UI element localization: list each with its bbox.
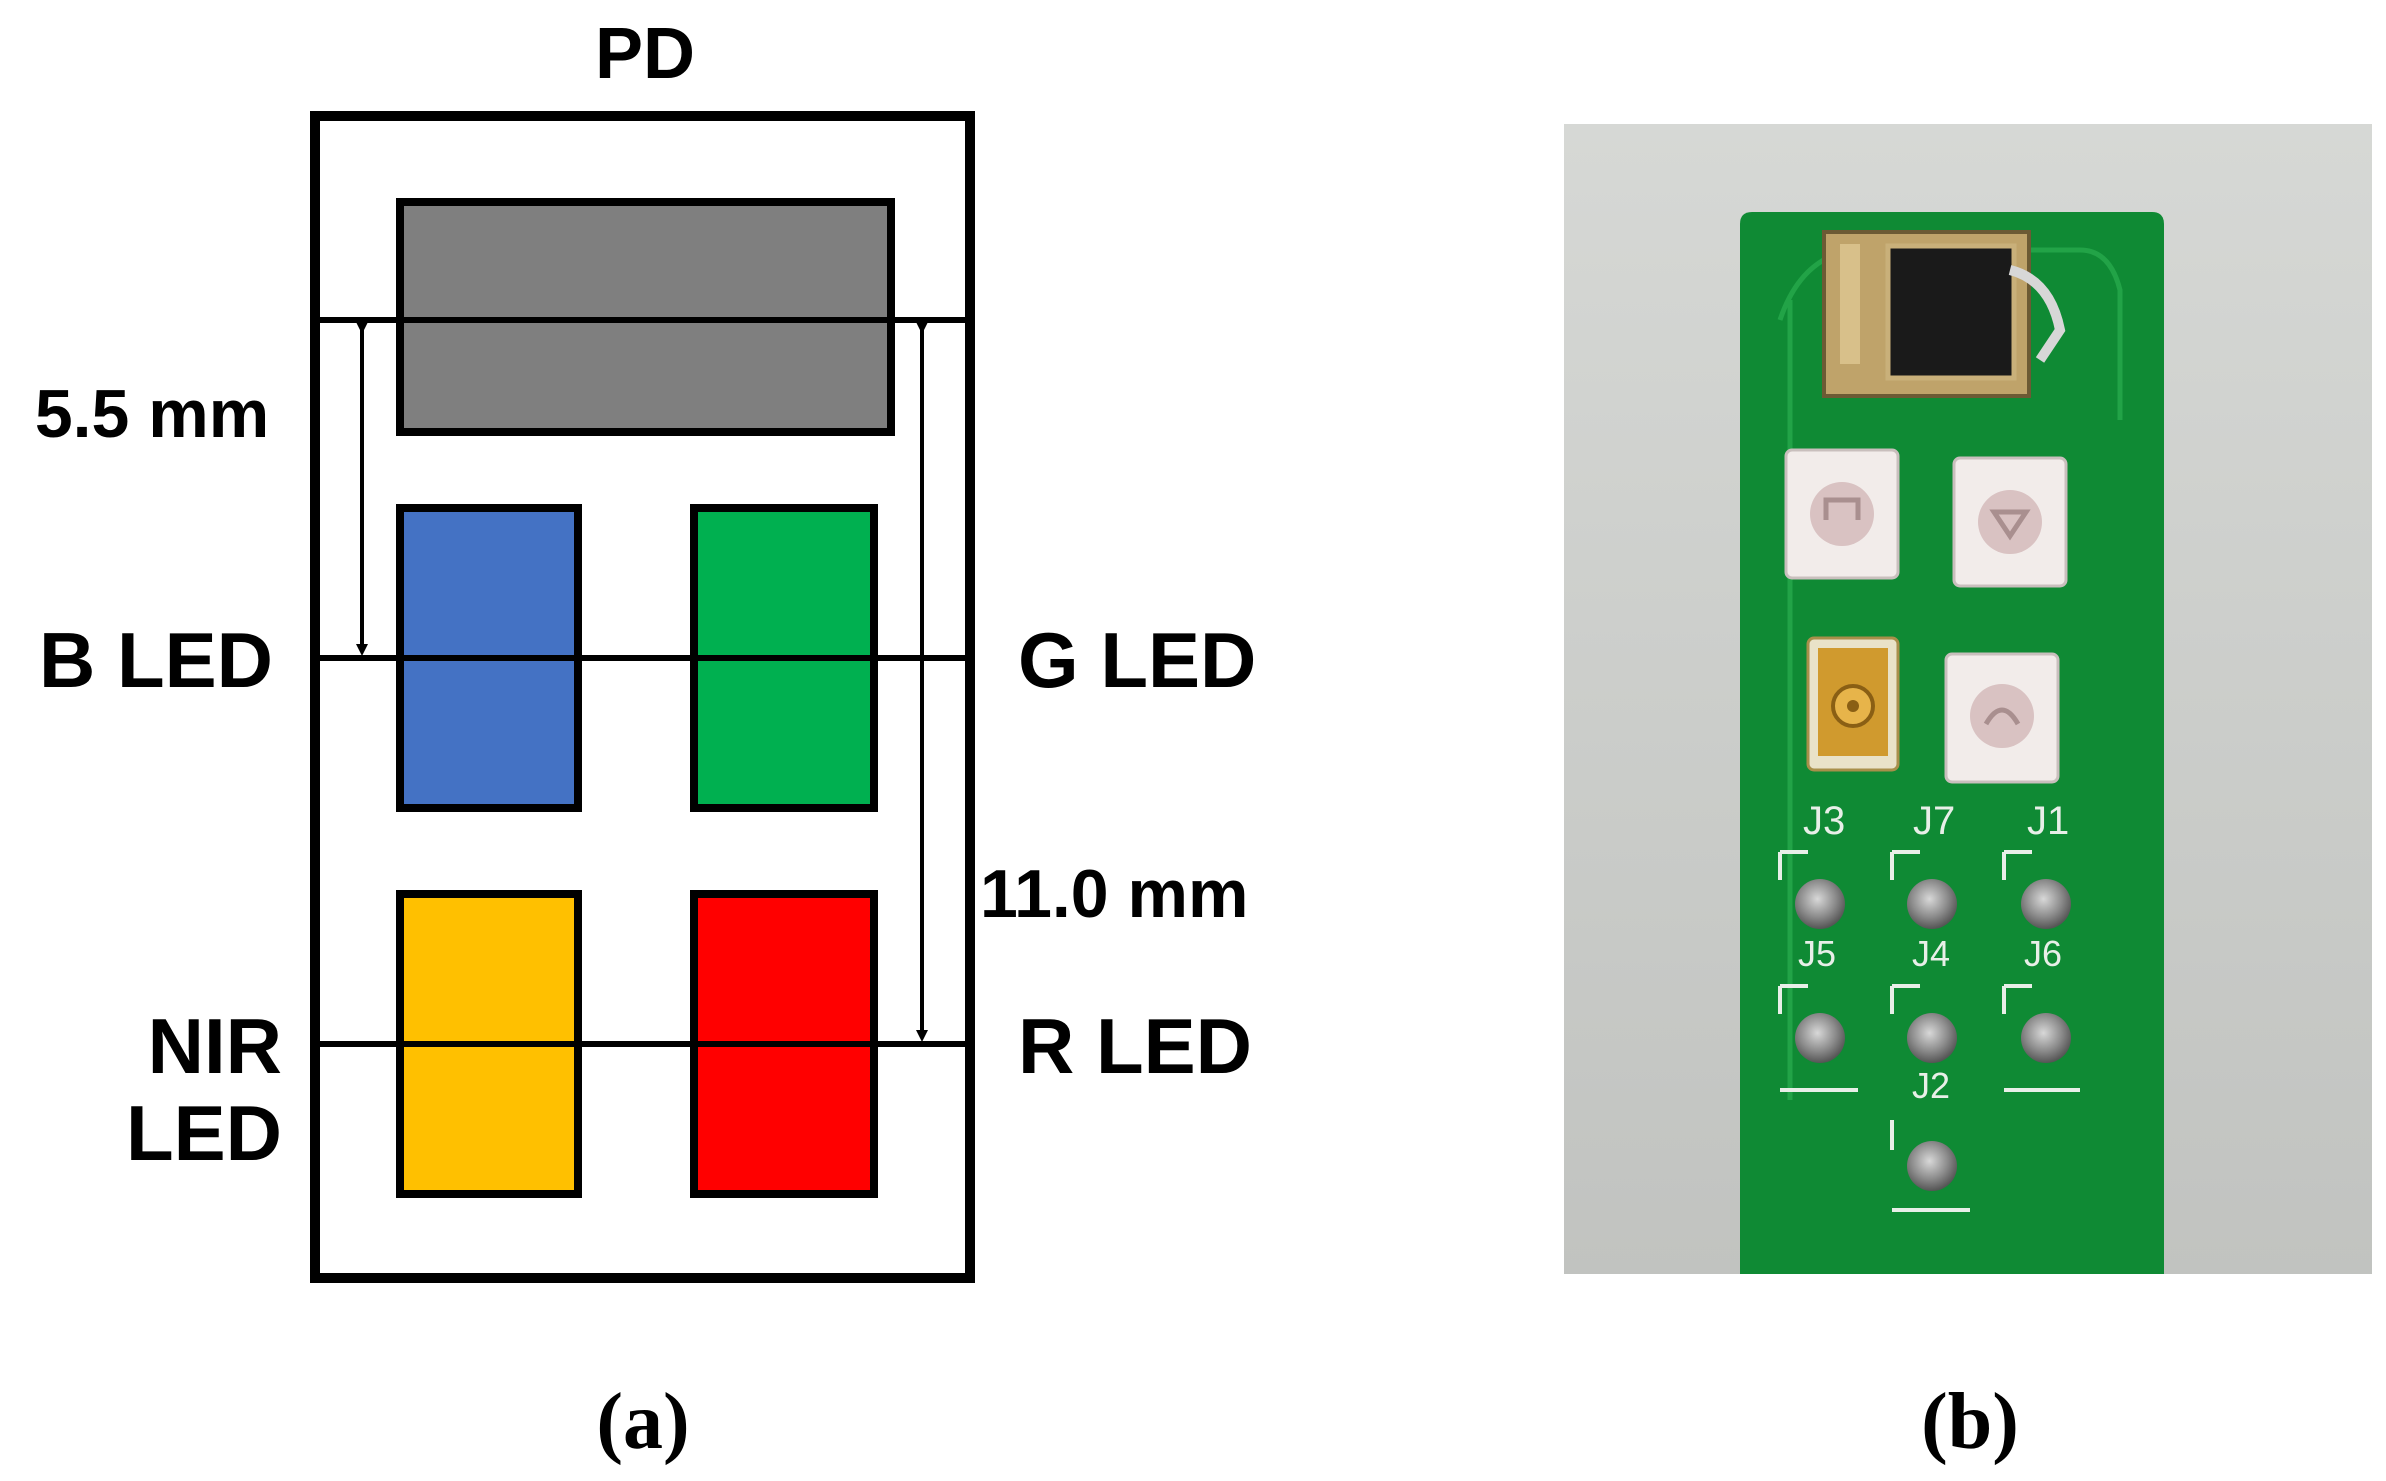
pcb-led-bottom-left-nir xyxy=(1806,636,1900,772)
caption-b: (b) xyxy=(1921,1378,2019,1466)
pcb-silkscreen-labels: J3 J7 J1 J5 J4 J6 J2 xyxy=(1798,799,2069,1106)
silk-j4: J4 xyxy=(1912,933,1950,974)
pcb-silkscreen-brackets xyxy=(1778,850,2080,1212)
nir-label-line2: LED xyxy=(126,1089,282,1177)
pcb-led-top-left xyxy=(1784,448,1900,580)
pcb-led-top-right xyxy=(1952,456,2068,588)
short-dimension-label: 5.5 mm xyxy=(35,376,269,452)
panel-b: J3 J7 J1 J5 J4 J6 J2 xyxy=(1564,124,2372,1466)
r-led-label: R LED xyxy=(1018,1002,1252,1090)
silk-j7: J7 xyxy=(1913,799,1955,843)
pad-j2 xyxy=(1907,1141,1957,1191)
pd-title: PD xyxy=(595,14,695,94)
pad-j7 xyxy=(1907,879,1957,929)
pcb-led-bottom-right xyxy=(1944,652,2060,784)
solder-pads xyxy=(1795,879,2071,1191)
photodiode-package xyxy=(1822,230,2066,398)
silk-j3: J3 xyxy=(1803,799,1845,843)
silk-j2: J2 xyxy=(1912,1065,1950,1106)
board-outline xyxy=(310,111,975,1283)
pad-j6 xyxy=(2021,1013,2071,1063)
caption-a: (a) xyxy=(596,1378,689,1466)
g-led-label: G LED xyxy=(1018,616,1256,704)
panel-a: PD 5.5 mm B LED NIR LED G LED 11.0 mm R … xyxy=(35,14,1257,1466)
long-dimension-label: 11.0 mm xyxy=(980,856,1248,932)
pad-j5 xyxy=(1795,1013,1845,1063)
silk-j1: J1 xyxy=(2027,799,2069,843)
nir-label-line1: NIR xyxy=(148,1002,282,1090)
silk-j6: J6 xyxy=(2024,933,2062,974)
pad-j1 xyxy=(2021,879,2071,929)
b-led-label: B LED xyxy=(39,616,273,704)
silk-j5: J5 xyxy=(1798,933,1836,974)
pad-j4 xyxy=(1907,1013,1957,1063)
pad-j3 xyxy=(1795,879,1845,929)
